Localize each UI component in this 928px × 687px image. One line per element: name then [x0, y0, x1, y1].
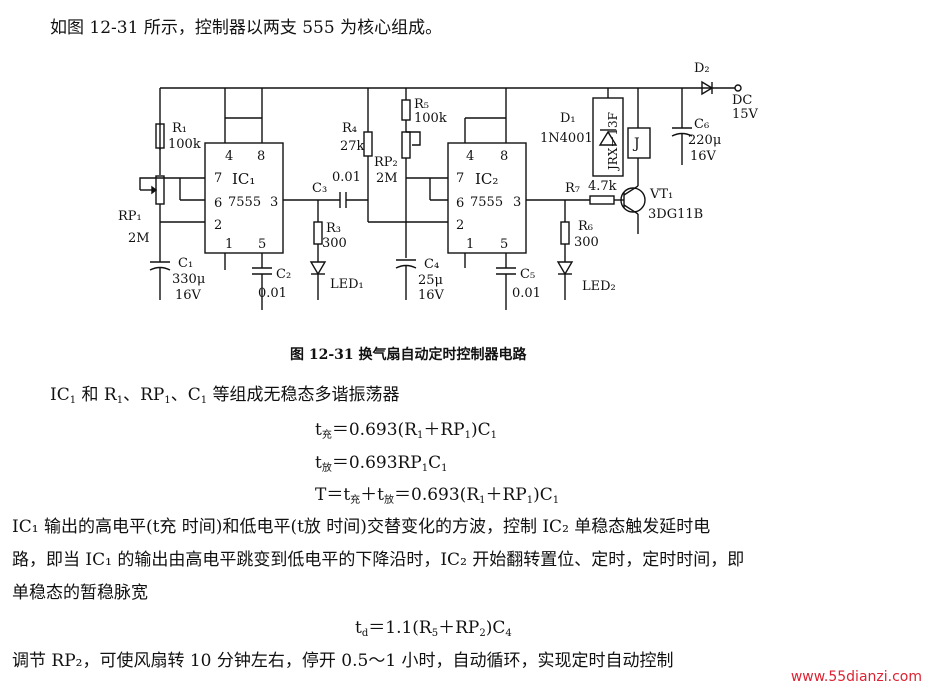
svg-text:16V: 16V [175, 288, 202, 303]
svg-text:8: 8 [500, 149, 508, 164]
svg-text:0.01: 0.01 [332, 170, 361, 185]
svg-text:VT₁: VT₁ [649, 187, 673, 202]
svg-text:6: 6 [456, 196, 464, 211]
circuit-diagram: R₁ 100k RP₁ 2M C₁ 330μ 16V 4 8 7 IC₁ 6 7… [118, 61, 759, 310]
svg-text:R₃: R₃ [326, 221, 341, 236]
svg-text:RP₂: RP₂ [374, 155, 398, 170]
paragraph-2-line-2: 路，即当 IC₁ 的输出由高电平跳变到低电平的下降沿时，IC₂ 开始翻转置位、定… [12, 550, 745, 570]
svg-text:6: 6 [214, 196, 222, 211]
paragraph-3: 调节 RP₂，可使风扇转 10 分钟左右，停开 0.5～1 小时，自动循环，实现… [12, 651, 674, 671]
svg-text:100k: 100k [414, 111, 447, 126]
svg-text:7555: 7555 [228, 195, 261, 210]
svg-text:100k: 100k [168, 137, 201, 152]
paragraph-2-line-3: 单稳态的暂稳脉宽 [12, 583, 148, 603]
equation-t-discharge: t放＝0.693RP1C1 [315, 453, 448, 474]
svg-text:3: 3 [513, 195, 521, 210]
svg-text:330μ: 330μ [172, 272, 205, 287]
equation-t-charge: t充＝0.693(R1＋RP1)C1 [315, 420, 497, 441]
svg-text:2: 2 [214, 218, 222, 233]
svg-text:C₂: C₂ [276, 267, 291, 282]
r1-label: R₁ [172, 121, 187, 136]
ic2-label: IC₂ [475, 170, 498, 188]
equation-pulse-width: td＝1.1(R5＋RP2)C4 [355, 618, 512, 639]
svg-text:J: J [632, 136, 640, 152]
svg-text:7: 7 [214, 171, 222, 186]
equation-period: T＝t充＋t放＝0.693(R1＋RP1)C1 [315, 485, 560, 506]
figure-caption: 图 12-31 换气扇自动定时控制器电路 [290, 347, 527, 363]
svg-text:LED₁: LED₁ [330, 277, 364, 292]
svg-text:0.01: 0.01 [512, 286, 541, 301]
ic2-chip [447, 142, 527, 254]
svg-text:C₁: C₁ [178, 256, 193, 271]
svg-text:C₄: C₄ [424, 257, 439, 272]
intro-text: 如图 12-31 所示，控制器以两支 555 为核心组成。 [50, 18, 443, 38]
svg-text:2M: 2M [128, 231, 150, 246]
svg-text:1: 1 [225, 237, 233, 252]
svg-text:7555: 7555 [470, 195, 503, 210]
svg-text:2M: 2M [376, 171, 398, 186]
svg-text:R₇: R₇ [565, 181, 580, 196]
svg-text:C₃: C₃ [312, 181, 327, 196]
ic1-chip [204, 142, 284, 254]
svg-text:R₅: R₅ [414, 97, 429, 112]
svg-text:1N4001: 1N4001 [540, 131, 593, 146]
svg-text:300: 300 [574, 235, 599, 250]
svg-text:4: 4 [466, 149, 474, 164]
svg-text:1: 1 [466, 237, 474, 252]
svg-text:JRX－13F: JRX－13F [606, 112, 620, 172]
paragraph-2-line-1: IC₁ 输出的高电平(t充 时间)和低电平(t放 时间)交替变化的方波，控制 I… [12, 517, 711, 537]
svg-text:8: 8 [257, 149, 265, 164]
svg-text:27k: 27k [340, 139, 365, 154]
svg-text:C₅: C₅ [520, 267, 535, 282]
svg-text:2: 2 [456, 218, 464, 233]
svg-text:25μ: 25μ [418, 273, 443, 288]
svg-text:4: 4 [225, 149, 233, 164]
svg-text:16V: 16V [418, 288, 445, 303]
svg-text:3: 3 [270, 195, 278, 210]
rp1-potentiometer [155, 175, 165, 205]
svg-text:16V: 16V [690, 149, 717, 164]
svg-text:DC: DC [732, 93, 752, 108]
svg-text:300: 300 [322, 236, 347, 251]
svg-text:220μ: 220μ [688, 133, 721, 148]
svg-text:RP₁: RP₁ [118, 209, 142, 224]
svg-text:R₄: R₄ [342, 121, 357, 136]
svg-text:R₆: R₆ [578, 219, 593, 234]
svg-text:0.01: 0.01 [258, 286, 287, 301]
svg-text:15V: 15V [732, 107, 759, 122]
relay-coil [627, 127, 651, 159]
watermark: www.55dianzi.com [790, 669, 922, 685]
svg-text:C₆: C₆ [694, 117, 709, 132]
ic1-label: IC₁ [232, 170, 255, 188]
svg-text:4.7k: 4.7k [588, 179, 617, 194]
svg-text:3DG11B: 3DG11B [648, 207, 703, 222]
svg-text:5: 5 [258, 237, 266, 252]
paragraph-1: IC1 和 R1、RP1、C1 等组成无稳态多谐振荡器 [50, 385, 400, 406]
svg-text:5: 5 [500, 237, 508, 252]
svg-text:7: 7 [456, 171, 464, 186]
svg-text:D₂: D₂ [694, 61, 710, 76]
svg-text:LED₂: LED₂ [582, 279, 616, 294]
svg-text:D₁: D₁ [560, 111, 576, 126]
